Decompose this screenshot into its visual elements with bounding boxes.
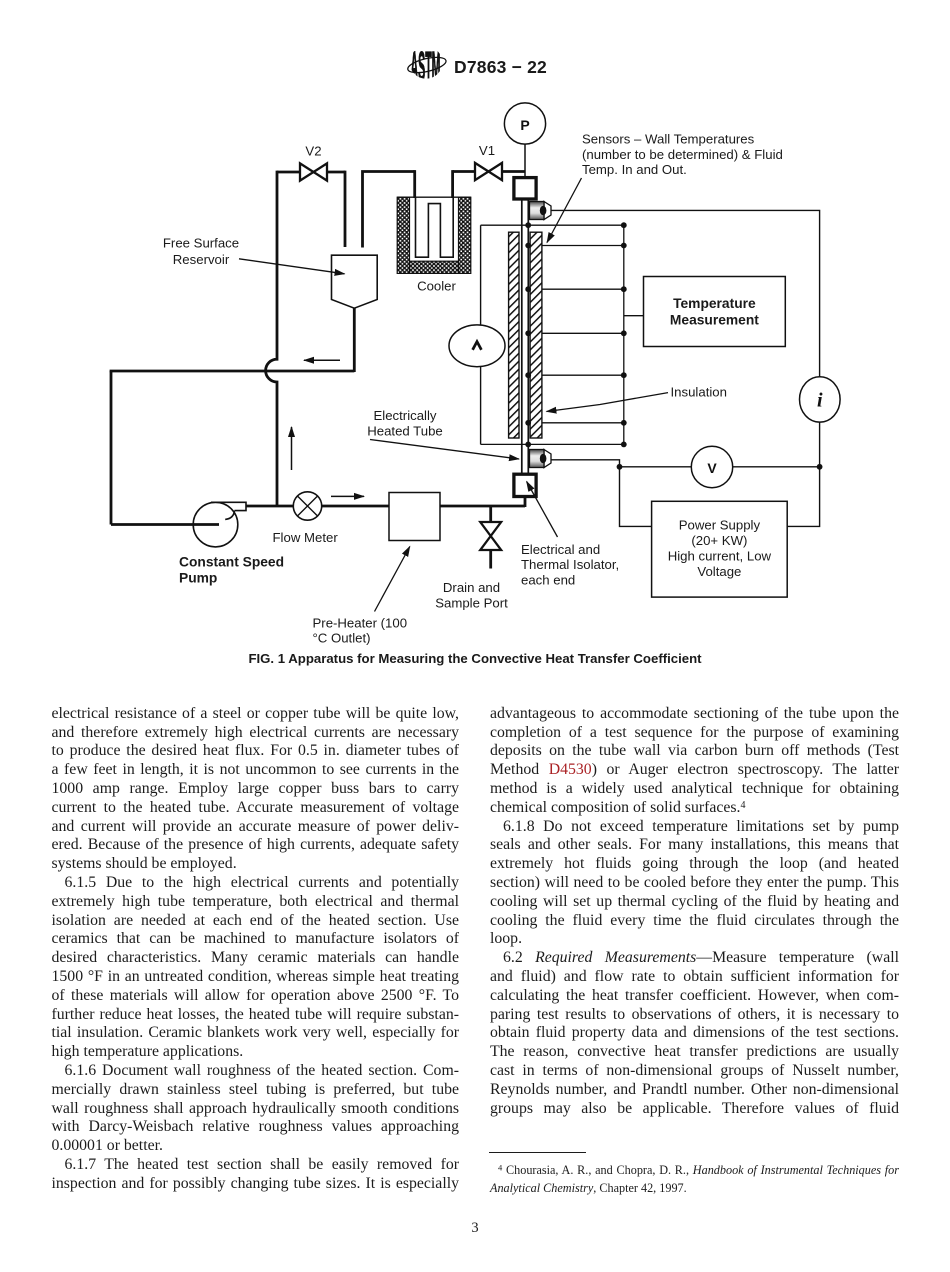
svg-text:(number to be determined) & Fl: (number to be determined) & Fluid [582,147,783,162]
svg-text:Drain and: Drain and [443,580,500,595]
svg-text:Temperature: Temperature [673,296,756,311]
svg-text:Cooler: Cooler [417,279,456,294]
svg-text:Sample Port: Sample Port [435,595,508,610]
svg-text:Reservoir: Reservoir [173,252,230,267]
svg-text:Heated Tube: Heated Tube [367,423,443,438]
svg-text:Thermal Isolator,: Thermal Isolator, [521,557,619,572]
svg-text:Flow Meter: Flow Meter [273,530,339,545]
svg-text:i: i [817,390,823,412]
svg-text:Voltage: Voltage [697,564,741,579]
svg-text:Free Surface: Free Surface [163,236,239,251]
svg-text:Electrical and: Electrical and [521,542,600,557]
svg-text:Electrically: Electrically [373,408,436,423]
svg-text:P: P [520,117,529,133]
svg-text:V1: V1 [479,143,495,158]
svg-text:Power Supply: Power Supply [679,518,761,533]
svg-text:Insulation: Insulation [671,385,727,400]
svg-text:(20+ KW): (20+ KW) [691,533,747,548]
svg-text:Pump: Pump [179,571,217,586]
svg-text:Pre-Heater (100: Pre-Heater (100 [313,615,408,630]
svg-text:Constant Speed: Constant Speed [179,555,284,570]
svg-text:V2: V2 [305,144,321,159]
svg-text:°C Outlet): °C Outlet) [313,631,371,646]
svg-text:High current, Low: High current, Low [668,549,772,564]
svg-text:Sensors – Wall Temperatures: Sensors – Wall Temperatures [582,132,755,147]
svg-text:Temp. In and Out.: Temp. In and Out. [582,162,687,177]
svg-text:Measurement: Measurement [670,313,759,328]
svg-text:ASTM: ASTM [411,45,441,85]
svg-text:V: V [707,460,717,476]
svg-text:each end: each end [521,572,575,587]
